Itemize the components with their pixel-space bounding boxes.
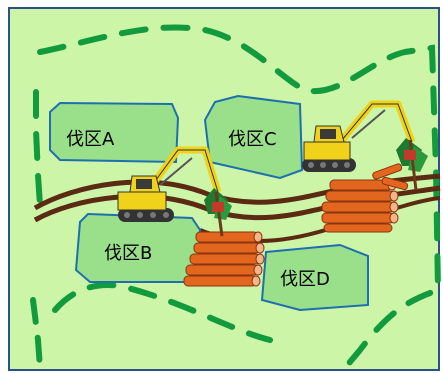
log-pile-lower — [183, 231, 265, 287]
forest-boundary-dash-bottom-left — [30, 297, 43, 371]
plot-a-shape — [49, 101, 180, 164]
forest-boundary-dash — [33, 24, 442, 371]
log-pile-upper — [321, 163, 409, 233]
harvester-head-tree-icon — [204, 188, 232, 237]
plot-c-shape — [203, 94, 304, 180]
plot-c-label: 伐区C — [228, 129, 277, 150]
plot-d: 伐区D — [260, 243, 369, 312]
loose-logs-icon — [372, 163, 409, 191]
plot-b-label: 伐区B — [104, 243, 152, 264]
plot-d-label: 伐区D — [280, 269, 330, 290]
plot-a: 伐区A — [49, 101, 180, 164]
excavator-right-icon — [302, 100, 428, 191]
plot-d-shape — [260, 243, 369, 312]
plot-a-label: 伐区A — [66, 129, 115, 150]
harvester-head-tree-icon-right — [396, 138, 428, 191]
excavator-left-icon — [117, 146, 232, 237]
plot-c: 伐区C — [203, 94, 304, 180]
plot-b: 伐区B — [74, 212, 202, 283]
